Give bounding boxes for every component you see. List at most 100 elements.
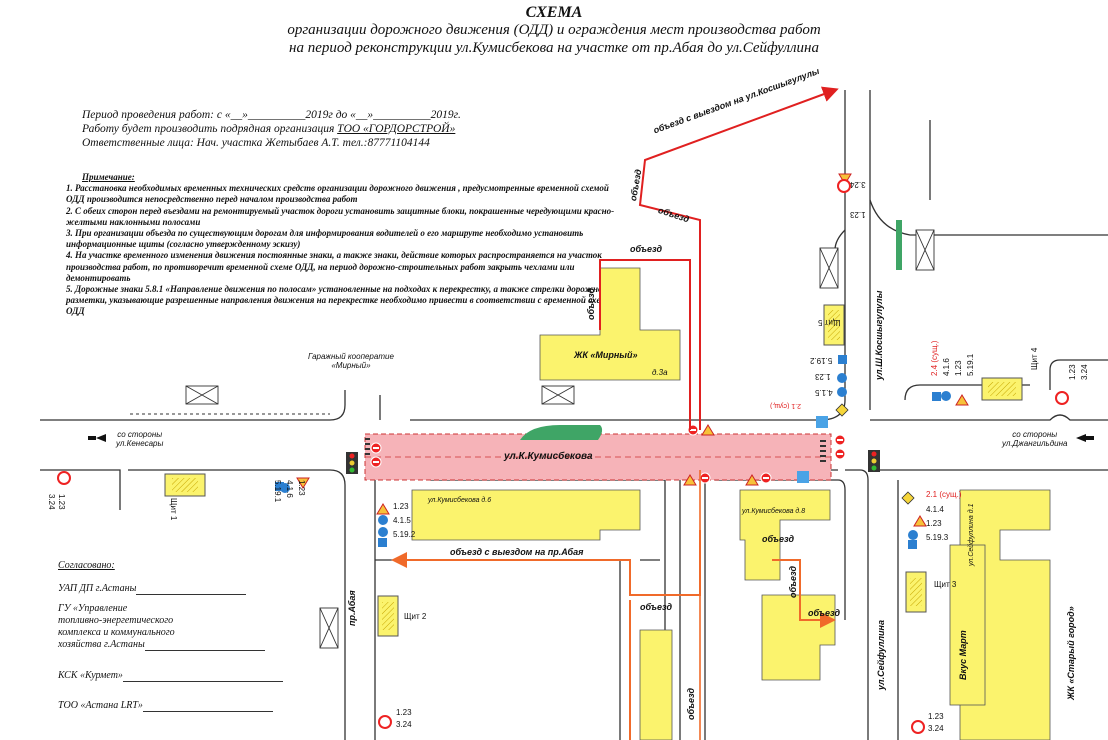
approval-org-name: хозяйства г.Астаны — [58, 639, 145, 650]
sign-label: 1.23 — [393, 502, 409, 511]
street-abay-label: пр.Абая — [347, 590, 357, 626]
green-island — [520, 425, 603, 440]
sign-label: 2.4 (сущ.) — [930, 340, 939, 376]
arrow-right-icon — [96, 434, 106, 442]
note-item: 2. С обеих сторон перед въездами на ремо… — [66, 205, 615, 227]
detour-route-red — [599, 259, 691, 430]
signature-line — [142, 701, 273, 712]
approval-org: хозяйства г.Астаны — [58, 639, 265, 651]
sign-label: 1.23 — [297, 480, 306, 496]
detour-label: объезд — [762, 534, 795, 544]
info-shields — [164, 304, 1023, 637]
arrow-left-icon — [1076, 434, 1086, 442]
zhk-mirny-label: ЖК «Мирный» — [574, 350, 638, 360]
vkus-mart-label: Вкус Март — [958, 630, 968, 680]
sign-label: 1.23 — [815, 372, 831, 381]
building-small — [761, 594, 836, 681]
sign-label: 1.23 — [928, 712, 944, 721]
detour-label: объезд — [630, 244, 663, 254]
barriers — [185, 229, 935, 649]
signature-line — [136, 584, 247, 595]
shield-5-label: Щит 5 — [818, 318, 841, 327]
from-street: ул.Кенесары — [116, 439, 164, 448]
shield-1-label: Щит 1 — [169, 498, 178, 521]
sign-label: 1.23 — [954, 360, 963, 376]
building-kumisbekov-6 — [411, 489, 641, 541]
crosswalk — [365, 438, 826, 462]
detour-abay-label: объезд с выездом на пр.Абая — [450, 547, 584, 557]
building-zhk-mirny — [539, 267, 681, 381]
sign-label: 2.1 (сущ.) — [770, 402, 802, 409]
buildings — [411, 267, 1051, 740]
sign-label: 1.23 — [1068, 364, 1077, 380]
sign-label: 1.23 — [850, 210, 866, 219]
sign-label: 5.19.2 — [810, 356, 833, 365]
approval-org: ТОО «Астана LRT» — [58, 700, 273, 712]
sign-label: 5.19.3 — [926, 533, 949, 542]
note-item: 5. Дорожные знаки 5.8.1 «Направление дви… — [66, 284, 616, 317]
contractor-name: ТОО «ГОРДОРСТРОЙ» — [337, 123, 456, 135]
building-kumisbekov-8 — [739, 489, 831, 581]
page-subtitle-1: организации дорожного движения (ОДД) и о… — [287, 22, 821, 38]
shield-3-label: Щит 3 — [934, 580, 957, 589]
signature-line — [122, 671, 283, 682]
detour-label: объезд — [788, 565, 798, 598]
note-item: 1. Расстановка необходимых временных тех… — [66, 183, 609, 205]
sign-label: 5.19.2 — [393, 530, 416, 539]
street-main-label: ул.К.Кумисбекова — [504, 451, 593, 462]
green-island — [896, 220, 902, 270]
building-vkus-mart — [949, 544, 986, 706]
sign-label: 3.24 — [1080, 364, 1089, 380]
no-entry-signs — [370, 424, 846, 484]
kumisbekov-8-label: ул.Кумисбекова д.8 — [742, 508, 806, 515]
kumisbekov-6-label: ул.Кумисбекова д.6 — [428, 497, 492, 504]
sign-label: 3.24 — [928, 724, 944, 733]
sign-label: 2.1 (сущ.) — [926, 490, 962, 499]
page-subtitle-2: на период реконструкции ул.Кумисбекова н… — [289, 40, 819, 56]
garage-line: Гаражный кооператие — [308, 352, 394, 361]
sign-label: 4.1.6 — [285, 480, 294, 498]
detour-label: объезд — [808, 608, 841, 618]
detour-koshygululy-route — [638, 86, 839, 430]
from-label: со стороны — [117, 430, 163, 439]
street-koshygululy-label: ул.Ш.Косшыгулулы — [874, 290, 884, 380]
sign-label: 4.1.5 — [393, 516, 411, 525]
notes-heading: Примечание: — [82, 172, 135, 182]
sign-label: 3.24 — [396, 720, 412, 729]
contractor-prefix: Работу будет производить подрядная орган… — [82, 123, 338, 135]
approval-org-name: УАП ДП г.Астаны — [58, 583, 137, 594]
from-street: ул.Джангильдина — [1002, 439, 1068, 448]
info-square-signs — [275, 355, 941, 549]
shield-4-label: Щит 4 — [1030, 347, 1039, 370]
zhk-stary-gorod-label: ЖК «Старый город» — [1066, 606, 1076, 700]
from-label: со стороны — [1012, 430, 1058, 439]
approval-org-name: ТОО «Астана LRT» — [58, 700, 143, 711]
approval-org: топливно-энергетического — [58, 615, 174, 626]
zhk-mirny-number: д.3а — [652, 368, 668, 377]
building-bottom — [639, 629, 673, 740]
sign-label: 3.24 — [47, 494, 56, 510]
approval-org: ГУ «Управление — [58, 603, 128, 614]
approval-org-name: КСК «Курмет» — [58, 670, 123, 681]
detour-route-orange — [772, 559, 836, 628]
sign-label: 4.1.4 — [926, 505, 944, 514]
shield-2-label: Щит 2 — [404, 612, 427, 621]
sign-label: 1.23 — [926, 519, 942, 528]
detour-label: объезд — [640, 602, 673, 612]
note-item: 3. При организации объезда по существующ… — [66, 228, 584, 250]
garage-line: «Мирный» — [331, 361, 371, 370]
sign-label: 5.19.1 — [273, 480, 282, 503]
approval-org: УАП ДП г.Астаны — [58, 583, 247, 595]
garage-coop-label: Гаражный кооператие«Мирный» — [308, 352, 394, 370]
traffic-light — [346, 450, 880, 474]
responsible-line: Ответственные лица: Нач. участка Жетыбае… — [82, 137, 430, 149]
sign-label: 1.23 — [57, 494, 66, 510]
direction-signs — [280, 373, 951, 540]
seifullin-1-label: ул.Сейфуллина д.1 — [968, 503, 975, 566]
approval-org: комплекса и коммунального — [58, 627, 175, 638]
sign-label: 4.1.6 — [942, 358, 951, 376]
speed-limit-signs — [57, 179, 1069, 734]
